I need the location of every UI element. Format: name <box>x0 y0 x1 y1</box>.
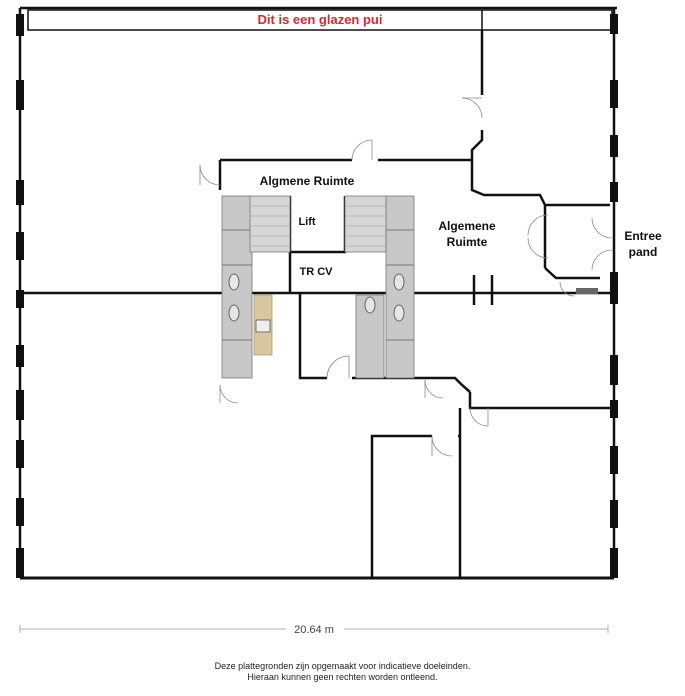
pantry-counter <box>253 294 273 356</box>
room-label-entrance-2: pand <box>629 245 658 259</box>
facade-label: Dit is een glazen pui <box>258 12 383 27</box>
room-label-general-space-top: Algmene Ruimte <box>260 174 355 188</box>
sanitary-left <box>221 195 291 379</box>
disclaimer: Deze plattegronden zijn opgemaakt voor i… <box>0 661 685 683</box>
room-label-general-space-right-2: Ruimte <box>447 235 488 249</box>
dimension-label: 20.64 m <box>294 624 334 636</box>
entrance-mat <box>576 288 598 294</box>
disclaimer-line-1: Deze plattegronden zijn opgemaakt voor i… <box>214 661 471 671</box>
door-swings <box>199 97 613 457</box>
glass-partition <box>472 275 494 305</box>
room-label-lift: Lift <box>298 216 315 228</box>
room-label-technical-room: TR CV <box>300 266 334 278</box>
dimension-line <box>19 625 609 633</box>
room-label-general-space-right-1: Algemene <box>438 219 496 233</box>
glass-facade <box>27 9 613 31</box>
room-label-entrance-1: Entree <box>624 229 662 243</box>
facade-columns <box>16 14 618 578</box>
sanitary-right <box>344 195 415 379</box>
interior-walls <box>20 30 614 578</box>
disclaimer-line-2: Hieraan kunnen geen rechten worden ontle… <box>247 672 438 682</box>
